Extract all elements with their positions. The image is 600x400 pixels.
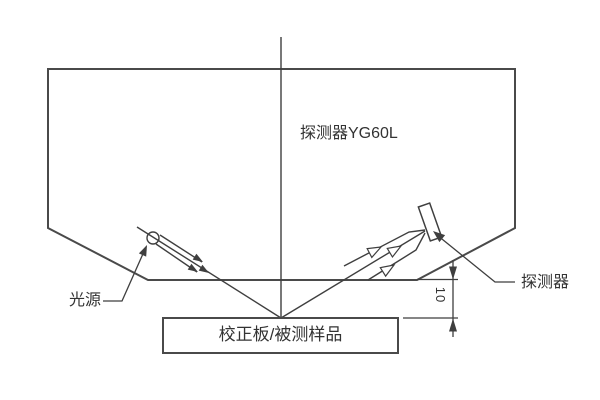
incident-ray-main [136,226,282,319]
light-source-label: 光源 [69,292,102,309]
open-arrow-reflected-upper [366,246,383,259]
detector-sensor-plate [417,202,443,242]
detector-label: 探测器 [521,274,570,291]
dimension-value-label: 10 [433,286,449,304]
arrow-detector-leader [433,231,446,243]
reflected-ray-upper [343,229,426,267]
arrow-incident-main [198,264,209,273]
reflected-ray-lower [367,232,426,281]
detector-leader-line [436,234,515,283]
incident-beam-arrows [187,253,209,273]
open-arrow-reflected-main [386,245,403,259]
arrow-incident-lower [187,263,198,272]
arrow-light-source-leader [138,245,147,257]
light-source-leader-line [103,246,147,302]
dimension-arrow-down [449,266,457,280]
sample-plate-outline [162,317,399,354]
dimension-arrow-up [449,318,457,332]
reflected-beam [280,229,426,319]
sample-plate-label: 校正板/被测样品 [218,325,343,345]
dimension-10 [403,260,458,337]
light-source-icon [146,231,160,245]
arrow-incident-upper [192,253,203,262]
instrument-model-label: 探测器YG60L [300,125,398,142]
open-arrow-reflected-lower [379,264,396,278]
reflected-ray-main [280,230,426,319]
reflected-beam-arrows [366,245,403,278]
